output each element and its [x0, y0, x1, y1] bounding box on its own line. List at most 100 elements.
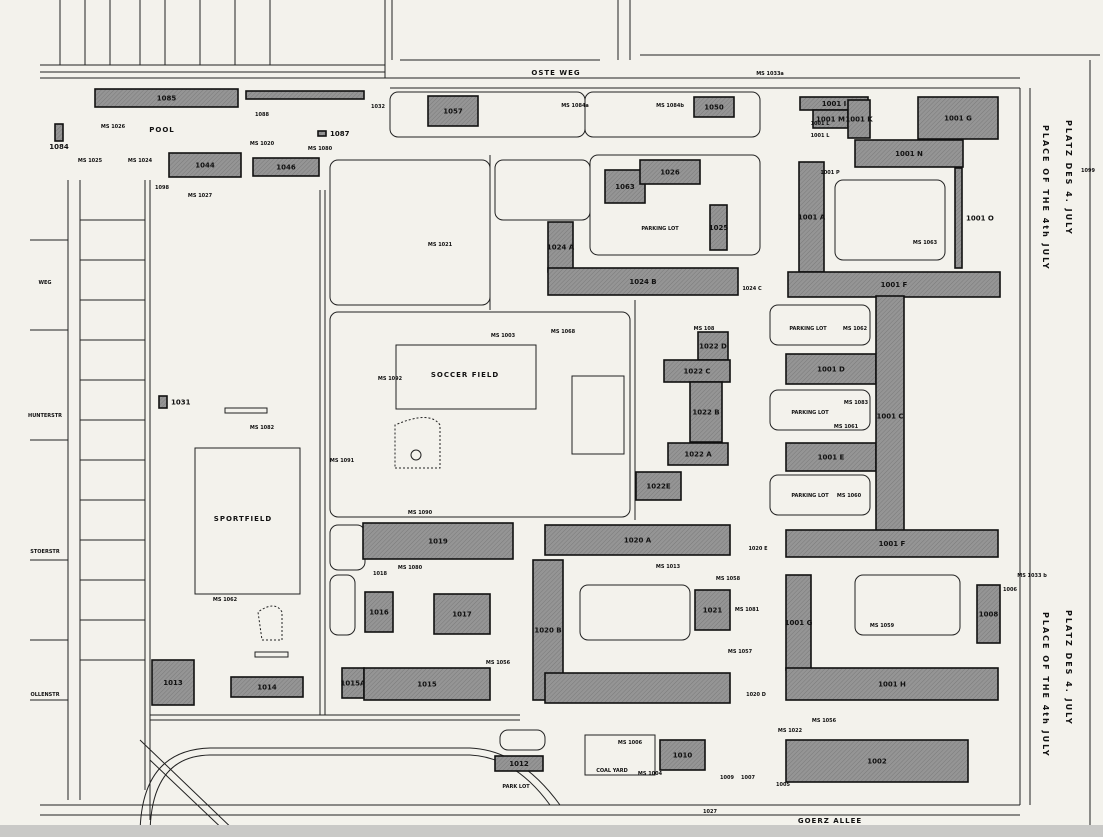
building[interactable]: 1087 [317, 130, 350, 138]
building-footprint[interactable] [158, 395, 168, 409]
building[interactable]: 1002 [785, 739, 969, 783]
building[interactable]: 1001 O [954, 167, 994, 269]
building-footprint[interactable] [317, 130, 327, 137]
building-footprint[interactable] [494, 755, 544, 772]
building[interactable]: 1001 F [787, 271, 1001, 298]
building-footprint[interactable] [168, 152, 242, 178]
building-footprint[interactable] [693, 96, 735, 118]
building[interactable]: 1044 [168, 152, 242, 178]
building-footprint[interactable] [362, 522, 514, 560]
building-footprint[interactable] [659, 739, 706, 771]
building-footprint[interactable] [433, 593, 491, 635]
building[interactable]: 1001 H [785, 667, 999, 701]
building-footprint[interactable] [94, 88, 239, 108]
building-footprint[interactable] [785, 442, 877, 472]
building[interactable]: 1024 A [547, 221, 575, 273]
lot-outline [395, 344, 537, 410]
building[interactable]: 1022 D [697, 331, 729, 361]
building-footprint[interactable] [697, 331, 729, 361]
building[interactable] [245, 90, 365, 100]
building[interactable]: 1022 C [663, 359, 731, 383]
building[interactable]: 1008 [976, 584, 1001, 644]
building[interactable]: 1001 E [785, 442, 877, 472]
building[interactable]: 1022E [635, 471, 682, 501]
building-footprint[interactable] [785, 739, 969, 783]
building[interactable]: 1017 [433, 593, 491, 635]
building[interactable]: 1016 [364, 591, 394, 633]
street-label-oste-weg: OSTE WEG [531, 69, 580, 77]
building-footprint[interactable] [694, 589, 731, 631]
building-footprint[interactable] [854, 139, 964, 168]
building-footprint[interactable] [151, 659, 195, 706]
building[interactable]: 1019 [362, 522, 514, 560]
building[interactable]: 1020 A [544, 524, 731, 556]
building-footprint[interactable] [427, 95, 479, 127]
building[interactable]: 1014 [230, 676, 304, 698]
building-label: 1022 C [683, 368, 710, 376]
building-footprint[interactable] [709, 204, 728, 251]
building-footprint[interactable] [245, 90, 365, 100]
building-footprint[interactable] [785, 667, 999, 701]
building[interactable]: 1050 [693, 96, 735, 118]
building[interactable]: 1001 K [845, 99, 873, 139]
building[interactable]: 1010 [659, 739, 706, 771]
building-footprint[interactable] [917, 96, 999, 140]
building[interactable]: 1012 [494, 755, 544, 772]
building-footprint[interactable] [544, 524, 731, 556]
building-footprint[interactable] [976, 584, 1001, 644]
building[interactable]: 1021 [694, 589, 731, 631]
street-label-goerz-allee: GOERZ ALLEE [798, 817, 862, 825]
map-label: MS 1061 [834, 424, 859, 430]
building-footprint[interactable] [635, 471, 682, 501]
building[interactable]: 1024 B [547, 267, 739, 296]
building[interactable]: 1084 [49, 123, 69, 151]
baseball-diamond [257, 605, 283, 641]
building-footprint[interactable] [604, 169, 646, 204]
building[interactable]: 1022 A [667, 442, 729, 466]
building[interactable]: 1001 G [785, 574, 813, 671]
building-footprint[interactable] [785, 529, 999, 558]
building[interactable]: 1022 B [689, 381, 723, 443]
building-footprint[interactable] [363, 667, 491, 701]
building[interactable]: 1057 [427, 95, 479, 127]
map-label: MS 1025 [78, 158, 103, 164]
map-label: 1098 [155, 185, 169, 191]
building-footprint[interactable] [847, 99, 871, 139]
building[interactable]: 1013 [151, 659, 195, 706]
building[interactable]: 1001 A [798, 161, 826, 273]
building[interactable]: 1001 F [785, 529, 999, 558]
building[interactable]: 1063 [604, 169, 646, 204]
building-footprint[interactable] [689, 381, 723, 443]
map-label: MS 1003 [491, 333, 516, 339]
building[interactable]: 1046 [252, 157, 320, 177]
building-footprint[interactable] [785, 353, 877, 385]
building-footprint[interactable] [364, 591, 394, 633]
building-footprint[interactable] [667, 442, 729, 466]
building-footprint[interactable] [544, 672, 731, 704]
building-footprint[interactable] [954, 167, 963, 269]
pitchers-mound [410, 449, 422, 461]
building[interactable]: 1085 [94, 88, 239, 108]
building-footprint[interactable] [785, 574, 812, 671]
building-footprint[interactable] [639, 159, 701, 185]
building[interactable]: 1015A [341, 667, 366, 699]
building[interactable]: 1001 C [875, 295, 905, 537]
building[interactable]: 1026 [639, 159, 701, 185]
building-footprint[interactable] [230, 676, 304, 698]
building[interactable]: 1031 [158, 395, 191, 409]
lot-outline [571, 375, 625, 455]
building[interactable] [544, 672, 731, 704]
building[interactable]: 1001 D [785, 353, 877, 385]
building[interactable]: 1001 N [854, 139, 964, 168]
building[interactable]: 1015 [363, 667, 491, 701]
building-footprint[interactable] [252, 157, 320, 177]
map-label: PARKING LOT [791, 410, 829, 416]
building[interactable]: 1025 [709, 204, 729, 251]
building-footprint[interactable] [54, 123, 64, 142]
building-footprint[interactable] [547, 221, 574, 273]
map-label: SPORTFIELD [214, 515, 272, 523]
building-label: 1031 [171, 399, 191, 407]
building[interactable]: 1001 G [917, 96, 999, 140]
building-footprint[interactable] [547, 267, 739, 296]
